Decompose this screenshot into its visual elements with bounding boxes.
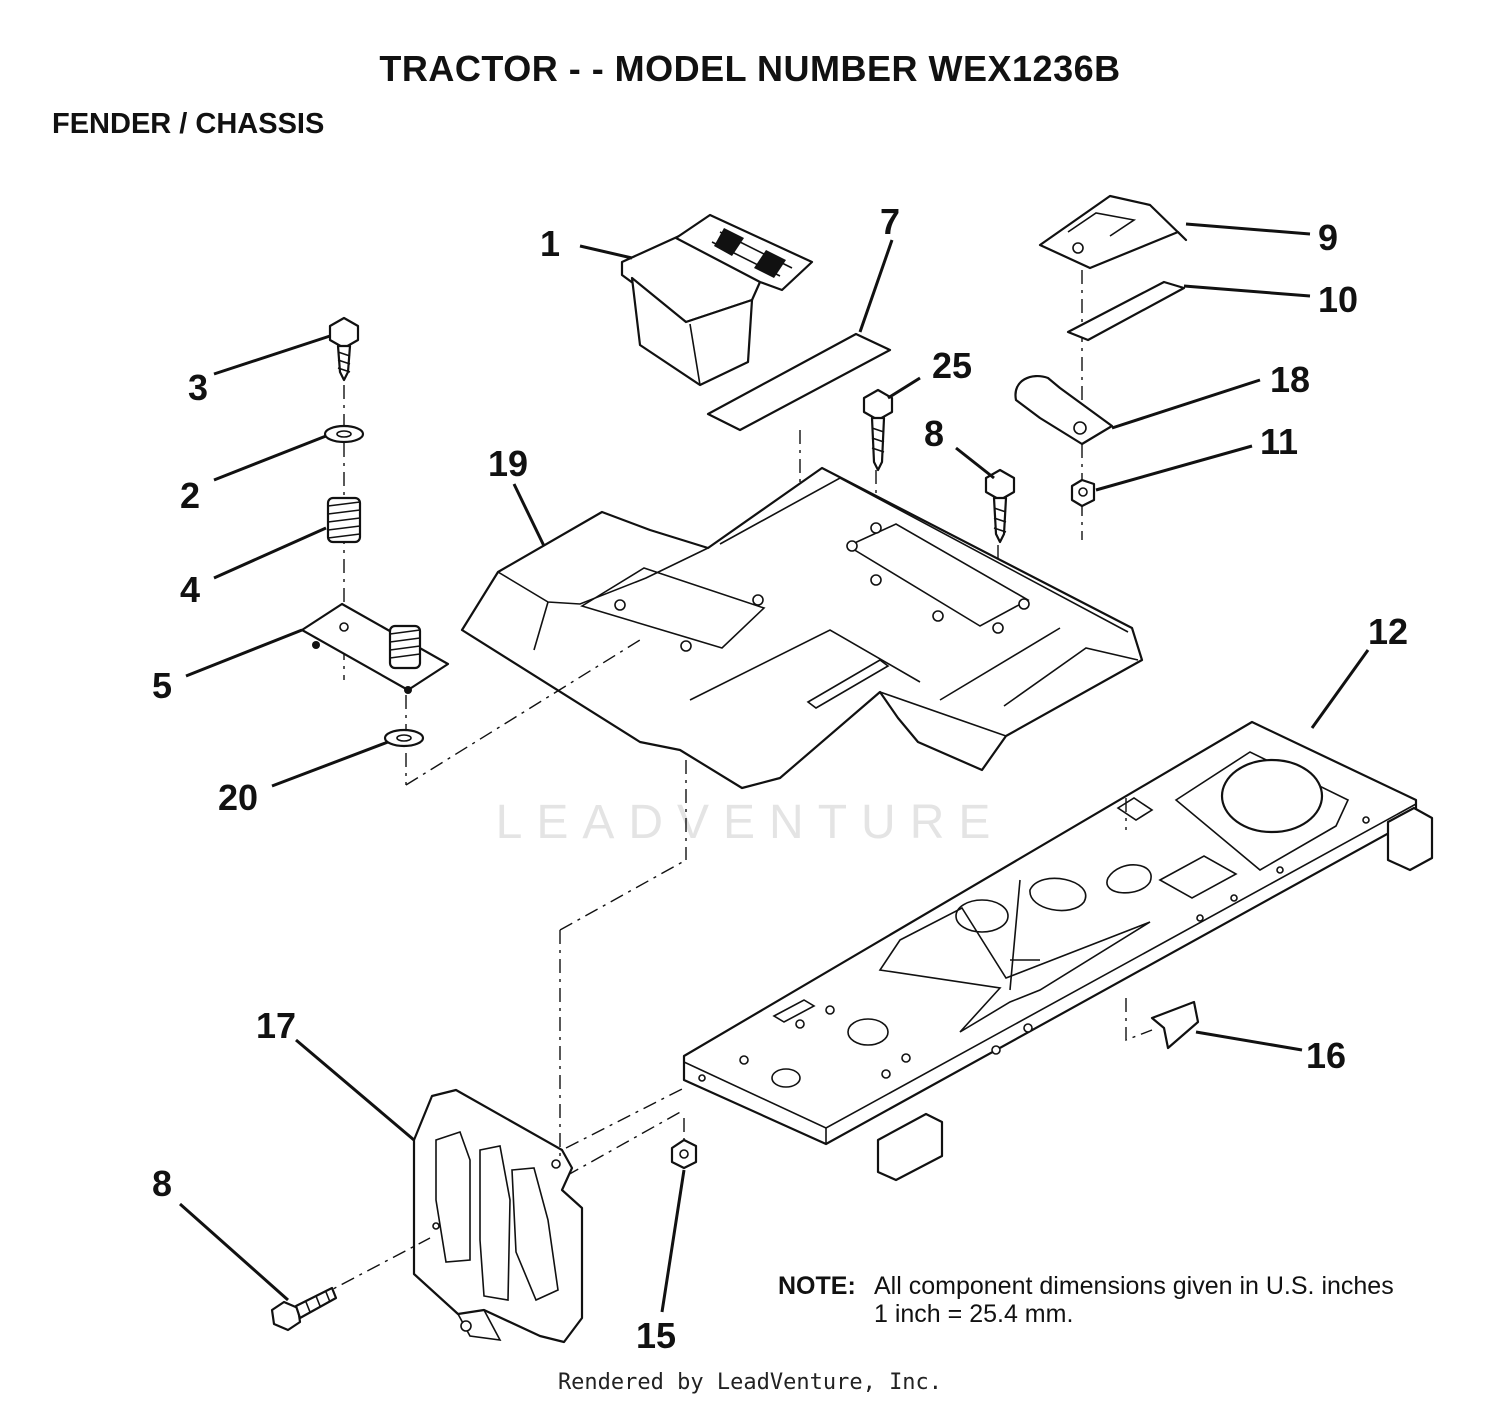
callout-19: 19 xyxy=(488,443,528,484)
note-text: All component dimensions given in U.S. i… xyxy=(874,1272,1394,1328)
leader-lines xyxy=(179,222,1370,1313)
callout-9: 9 xyxy=(1318,217,1338,258)
callout-20: 20 xyxy=(218,777,258,818)
part-25-bolt[interactable] xyxy=(862,388,894,472)
callout-labels: 1 7 9 10 25 18 8 11 3 2 19 4 5 20 12 16 … xyxy=(152,201,1408,1356)
callout-25: 25 xyxy=(932,345,972,386)
footer-credit: Rendered by LeadVenture, Inc. xyxy=(557,1370,943,1395)
guide-line-frame-17 xyxy=(565,1087,685,1149)
guide-line-20 xyxy=(405,639,641,786)
part-10-bracket[interactable] xyxy=(1066,280,1186,342)
callout-1: 1 xyxy=(540,223,560,264)
part-15-nut[interactable] xyxy=(670,1138,698,1170)
part-1-tray[interactable] xyxy=(620,213,814,387)
callout-5: 5 xyxy=(152,665,172,706)
note-line-2: 1 inch = 25.4 mm. xyxy=(874,1300,1074,1328)
part-18-clamp[interactable] xyxy=(1014,374,1114,446)
guide-line-frame-17b xyxy=(565,1109,685,1177)
watermark-text: LEADVENTURE xyxy=(495,796,1005,849)
section-subtitle: FENDER / CHASSIS xyxy=(52,108,325,140)
part-3-bolt[interactable] xyxy=(328,316,360,382)
note-label: NOTE: xyxy=(778,1272,856,1300)
part-5-plate[interactable] xyxy=(300,602,450,694)
callout-12: 12 xyxy=(1368,611,1408,652)
part-9-plate[interactable] xyxy=(1038,194,1188,270)
callout-8-upper: 8 xyxy=(924,413,944,454)
guide-line-17-top xyxy=(559,859,687,931)
callout-10: 10 xyxy=(1318,279,1358,320)
part-17-plate[interactable] xyxy=(412,1088,584,1344)
part-4-spring[interactable] xyxy=(326,496,362,544)
part-8-bolt-lower[interactable] xyxy=(270,1286,338,1332)
part-7-decal[interactable] xyxy=(706,332,892,432)
part-20-washer[interactable] xyxy=(383,728,425,748)
part-19-fender[interactable] xyxy=(460,466,1144,790)
guide-line-16 xyxy=(1125,998,1153,1042)
callout-17: 17 xyxy=(256,1005,296,1046)
guide-line-8-lower xyxy=(315,1237,431,1299)
callout-16: 16 xyxy=(1306,1035,1346,1076)
callout-11: 11 xyxy=(1260,421,1298,462)
callout-8-lower: 8 xyxy=(152,1163,172,1204)
page-title: TRACTOR - - MODEL NUMBER WEX1236B xyxy=(379,48,1121,89)
callout-2: 2 xyxy=(180,475,200,516)
callout-18: 18 xyxy=(1270,359,1310,400)
note-line-1: All component dimensions given in U.S. i… xyxy=(874,1272,1394,1300)
callout-4: 4 xyxy=(180,569,200,610)
callout-7: 7 xyxy=(880,201,900,242)
part-11-nut[interactable] xyxy=(1070,478,1096,508)
callout-15: 15 xyxy=(636,1315,676,1356)
part-8-bolt-upper[interactable] xyxy=(984,468,1016,544)
part-16-bracket[interactable] xyxy=(1150,1000,1200,1050)
dimension-note: NOTE: All component dimensions given in U… xyxy=(778,1272,1394,1328)
part-12-chassis[interactable] xyxy=(682,720,1434,1182)
callout-3: 3 xyxy=(188,367,208,408)
part-2-washer[interactable] xyxy=(323,424,365,444)
